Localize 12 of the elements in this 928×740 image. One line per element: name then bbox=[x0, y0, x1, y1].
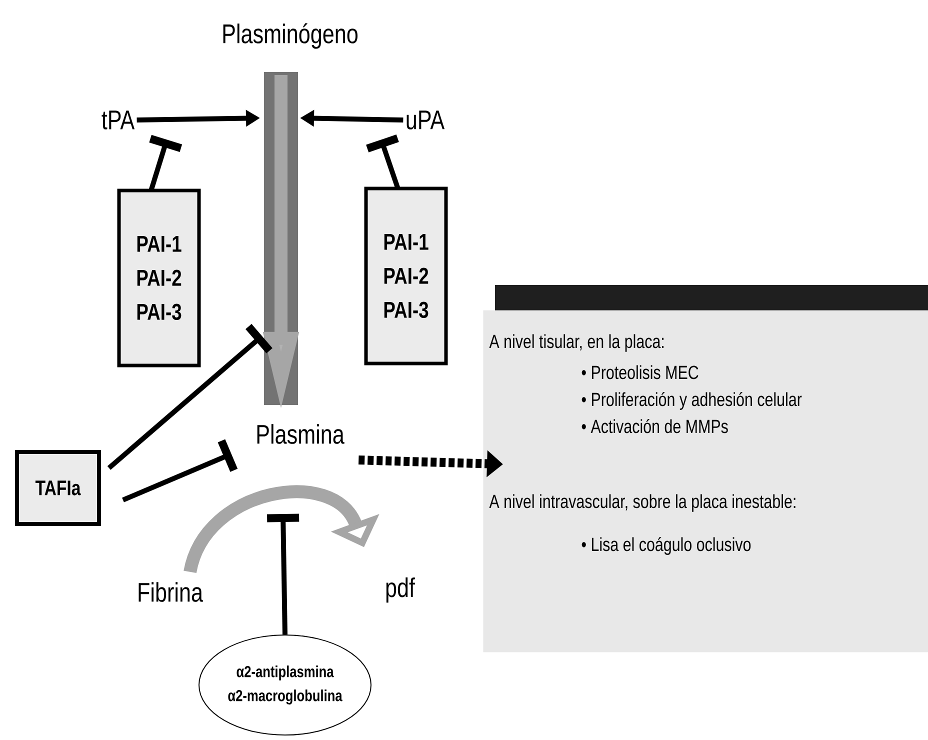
inhibitor-box: TAFIa bbox=[15, 450, 101, 526]
block-arrow bbox=[184, 486, 380, 574]
molecule-label: pdf bbox=[386, 577, 416, 603]
molecule-label: Plasmina bbox=[257, 424, 344, 444]
inhibitor-box: PAI-1 PAI-2 PAI-3 bbox=[364, 186, 448, 366]
info-panel: A nivel tisular, en la placa: • Proteolisis MEC • Proliferación y adhesión celular • Activación de MMPs A nivel intravascular, sobre la placa inestable: • Lisa el coágulo oclusivo bbox=[483, 285, 928, 652]
molecule-label: Fibrina bbox=[138, 582, 203, 602]
molecule-label: uPA bbox=[406, 110, 445, 130]
molecule-label: tPA bbox=[102, 110, 135, 130]
molecule-label: Plasminógeno bbox=[223, 23, 358, 49]
inhibition-line bbox=[267, 514, 300, 635]
inhibitor-box: PAI-1 PAI-2 PAI-3 bbox=[117, 188, 201, 368]
